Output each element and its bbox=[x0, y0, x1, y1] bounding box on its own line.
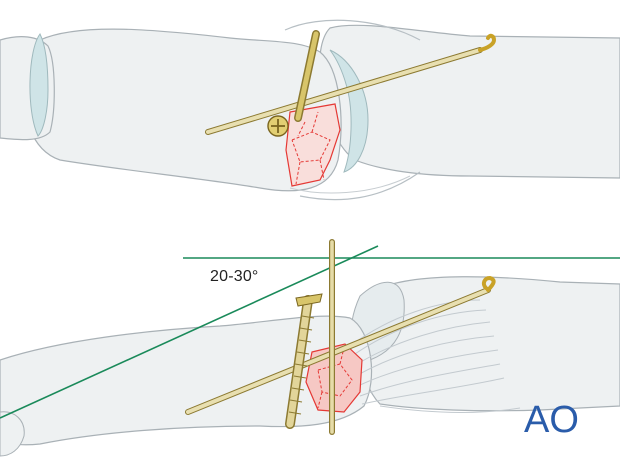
ao-logo-text: AO bbox=[524, 399, 579, 438]
fracture-lines-top bbox=[291, 111, 331, 185]
capsule-top bbox=[284, 19, 421, 201]
screw-head-icon bbox=[267, 115, 289, 137]
k-wire-hook-icon bbox=[478, 33, 497, 52]
angled-reference-line bbox=[0, 245, 379, 419]
joint-cartilage-left bbox=[29, 33, 49, 137]
fracture-fragment-top bbox=[285, 103, 341, 187]
k-wire-bottom bbox=[185, 275, 496, 415]
lag-screw-icon bbox=[285, 293, 323, 429]
lag-screw-pin-top bbox=[294, 30, 320, 122]
k-wire-top bbox=[205, 33, 497, 135]
ao-logo-icon: AO bbox=[524, 399, 579, 438]
joint-cartilage-right bbox=[329, 49, 369, 173]
top-panel bbox=[0, 19, 620, 201]
bottom-joint-left bbox=[0, 411, 25, 457]
fracture-lines-bottom bbox=[317, 347, 353, 409]
middle-phalanx-bottom bbox=[0, 315, 373, 446]
k-wire-hook-icon bbox=[481, 275, 496, 292]
bottom-panel bbox=[0, 239, 620, 457]
angle-label: 20-30° bbox=[210, 268, 259, 285]
